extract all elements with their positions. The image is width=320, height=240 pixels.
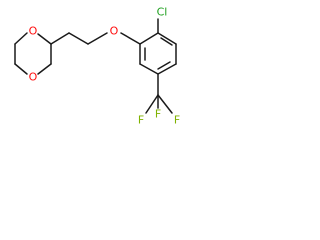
structure-diagram: O O O Cl F F F — [14, 6, 181, 127]
bond-benzene-double-2 — [160, 37, 173, 46]
bond-benzene-double-3 — [157, 61, 171, 70]
bond-ring-c2-o-top — [37, 33, 52, 45]
fluorine-right: F — [174, 114, 180, 127]
fluorine-top: F — [155, 108, 161, 121]
chlorine-atom: Cl — [157, 6, 168, 19]
bond-ch2-to-ether-o — [87, 32, 108, 45]
bond-ring-to-ch2 — [50, 32, 70, 45]
atom-labels: O O O Cl F F F — [29, 6, 181, 127]
bond-cf3-to-f-left — [145, 94, 159, 114]
bond-benzene-5 — [139, 63, 159, 75]
bond-cf3-to-f-right — [157, 94, 173, 114]
bond-ether-o-to-ring — [120, 32, 141, 45]
bond-benzene-4 — [157, 63, 177, 75]
bond-ring-o-top-c — [14, 32, 28, 45]
bond-benzene-2 — [157, 32, 177, 45]
bond-benzene-1 — [139, 32, 159, 45]
ring-oxygen-bottom: O — [29, 71, 38, 84]
bond-ch2-ch2 — [68, 32, 89, 45]
ring-oxygen-top: O — [29, 25, 38, 38]
bond-lines — [14, 18, 177, 114]
bond-ring-o-bottom-c2 — [37, 63, 52, 75]
bond-ring-c-o-bottom — [14, 63, 28, 75]
ether-oxygen: O — [110, 25, 119, 38]
fluorine-left: F — [138, 114, 144, 127]
